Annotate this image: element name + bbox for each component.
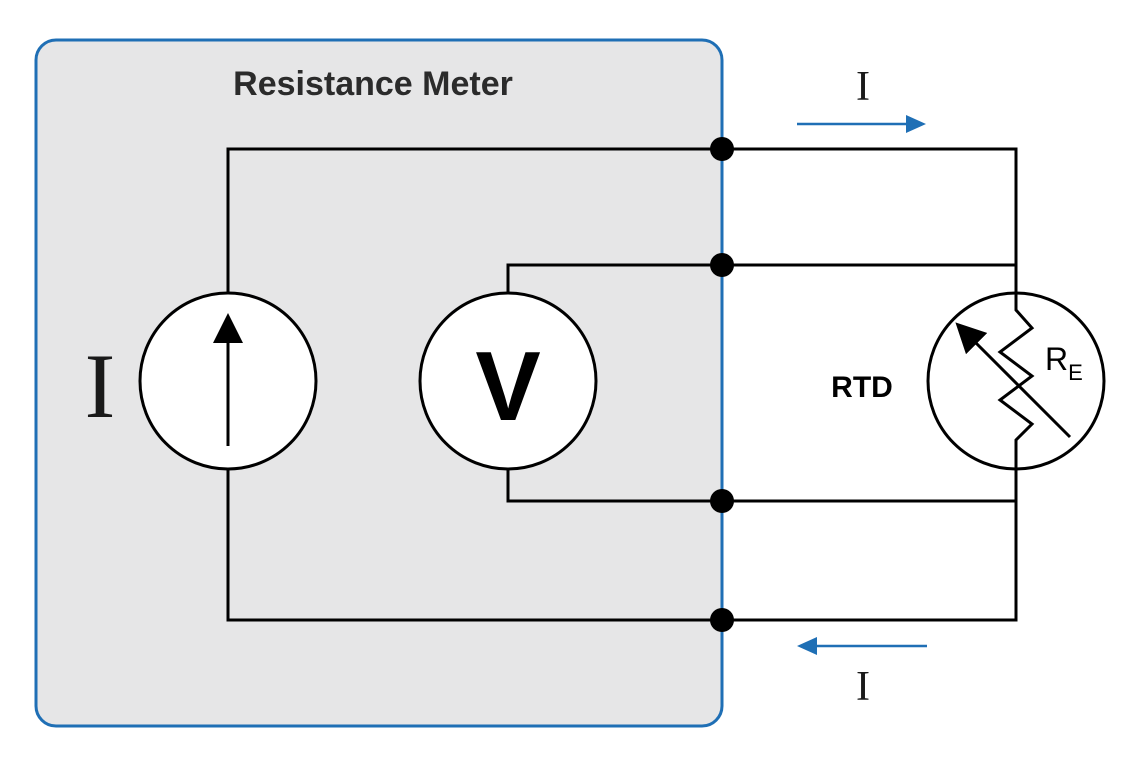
current-source-label: I — [85, 335, 116, 437]
wire-current-bottom — [226, 470, 722, 622]
junction-node — [710, 137, 734, 161]
left-arrow-icon — [797, 637, 817, 655]
wire-current-top — [226, 147, 1018, 293]
junctions — [710, 137, 734, 632]
rtd-sensor: RE — [926, 291, 1106, 471]
variable-arrow-icon — [955, 322, 1072, 439]
wires — [226, 147, 1018, 622]
wire-sense-top — [506, 263, 722, 293]
voltmeter-label: V — [475, 331, 540, 441]
junction-node — [710, 608, 734, 632]
voltmeter-circle — [418, 291, 598, 471]
meter-title: Resistance Meter — [233, 65, 513, 103]
current-bottom-label: I — [856, 664, 870, 710]
junction-node — [710, 253, 734, 277]
current-indicator-bottom: I — [797, 637, 927, 710]
current-top-label: I — [856, 64, 870, 110]
resistance-meter-box — [34, 38, 724, 728]
junction-node — [710, 489, 734, 513]
resistor-label: RE — [1045, 341, 1083, 385]
right-arrow-icon — [906, 115, 926, 133]
resistor-label-sub: E — [1068, 360, 1083, 385]
voltmeter: V — [418, 291, 598, 471]
rtd-label: RTD — [831, 371, 893, 404]
resistor-zigzag-icon — [997, 293, 1035, 468]
current-source — [138, 291, 318, 471]
resistor-label-main: R — [1045, 341, 1068, 377]
current-indicator-top: I — [797, 64, 926, 133]
